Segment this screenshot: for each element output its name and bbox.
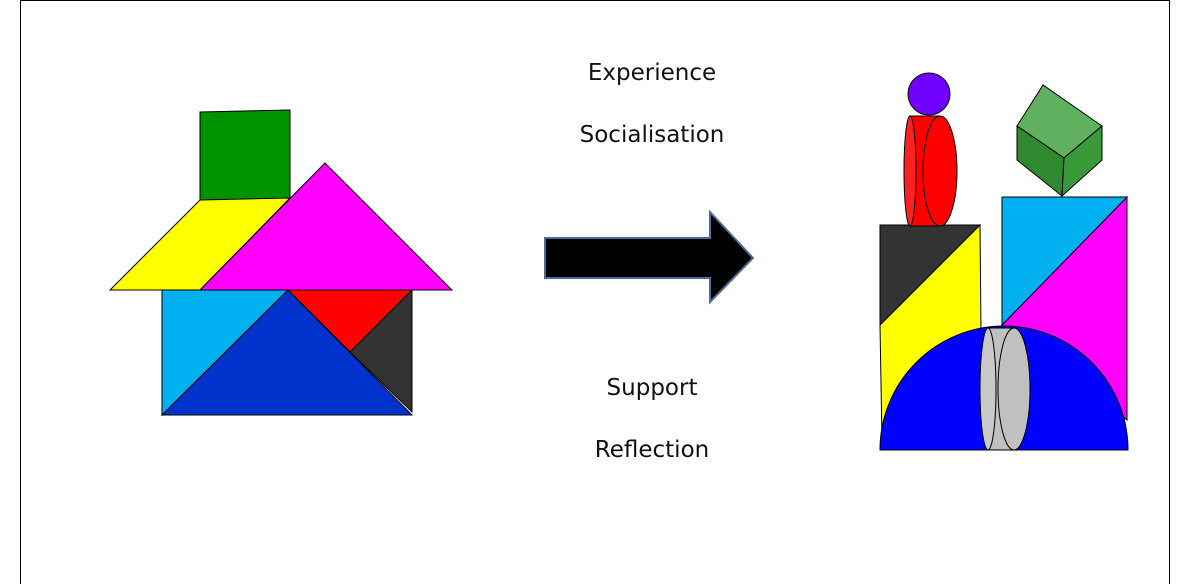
dark-grey-triangle [349, 288, 413, 414]
green-cube [1016, 84, 1103, 198]
label-socialisation: Socialisation [579, 122, 725, 148]
tangram-house [108, 109, 454, 417]
right-arrow [544, 209, 755, 305]
diagram-frame [20, 0, 1170, 584]
green-square [199, 109, 291, 201]
label-experience: Experience [587, 60, 717, 86]
grey-cylinder [979, 327, 1031, 451]
built-figure [879, 72, 1129, 451]
label-support: Support [606, 375, 698, 401]
purple-head [907, 72, 951, 116]
label-reflection: Reflection [594, 437, 710, 463]
light-blue-triangle-right [1001, 196, 1129, 327]
red-cylinder [903, 115, 958, 227]
